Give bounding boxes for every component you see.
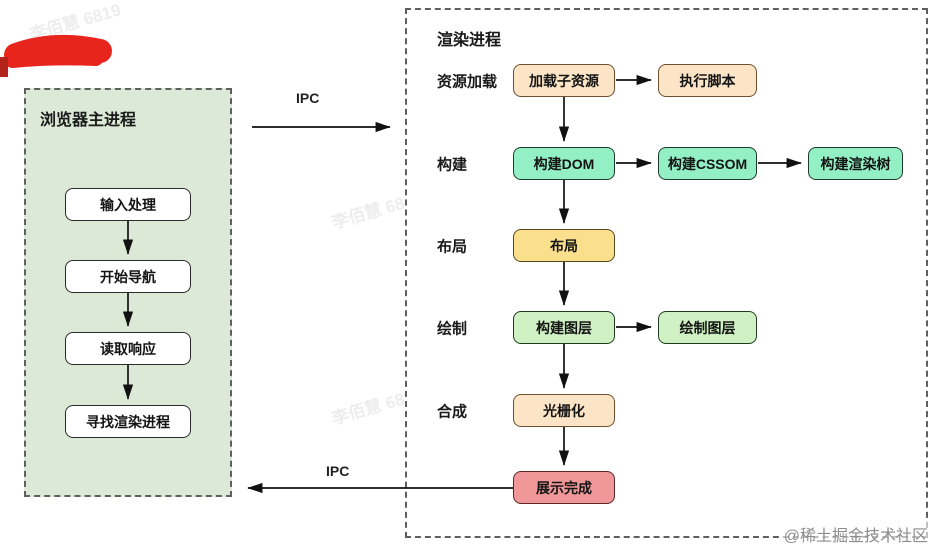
- box-paint-layers: 绘制图层: [658, 311, 757, 344]
- box-build-render-tree: 构建渲染树: [808, 147, 903, 180]
- box-build-cssom: 构建CSSOM: [658, 147, 757, 180]
- box-read-response: 读取响应: [65, 332, 191, 365]
- community-credit: @稀土掘金技术社区: [781, 522, 930, 546]
- stage-label-composite: 合成: [437, 403, 468, 421]
- stage-label-paint: 绘制: [437, 320, 468, 338]
- box-execute-script: 执行脚本: [658, 64, 757, 97]
- render-process-title: 渲染进程: [437, 32, 502, 49]
- box-build-dom: 构建DOM: [513, 147, 615, 180]
- watermark: 李佰慧 6819: [27, 0, 123, 45]
- box-rasterize: 光栅化: [513, 394, 615, 427]
- box-layout: 布局: [513, 229, 615, 262]
- box-start-navigation: 开始导航: [65, 260, 191, 293]
- ipc-top-label: IPC: [296, 90, 320, 106]
- stage-label-resource-loading: 资源加载: [437, 73, 498, 91]
- box-find-render-process: 寻找渲染进程: [65, 405, 191, 438]
- ipc-bottom-label: IPC: [326, 463, 350, 479]
- box-load-subresources: 加载子资源: [513, 64, 615, 97]
- box-display-complete: 展示完成: [513, 471, 615, 504]
- box-build-layers: 构建图层: [513, 311, 615, 344]
- main-process-title: 浏览器主进程: [40, 112, 137, 129]
- stage-label-layout: 布局: [437, 238, 468, 256]
- box-input-handling: 输入处理: [65, 188, 191, 221]
- stage-label-build: 构建: [437, 156, 468, 174]
